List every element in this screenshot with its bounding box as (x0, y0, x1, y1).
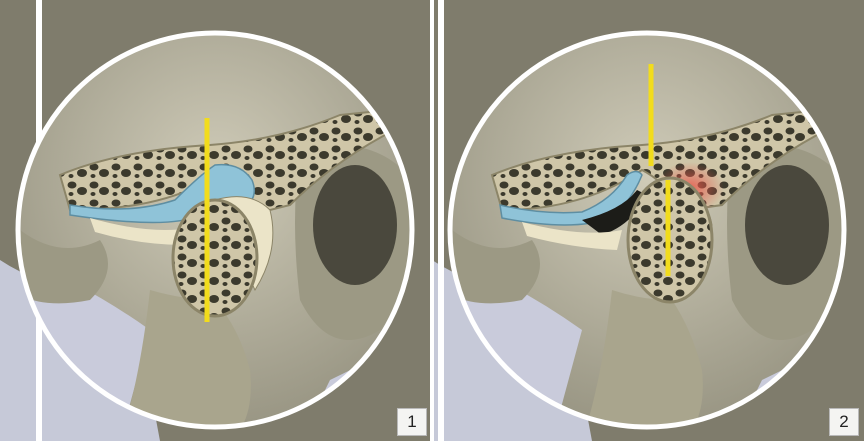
panel-2: 2 (432, 0, 864, 441)
bone-edge-line (438, 0, 444, 441)
mandibular-condyle (173, 200, 257, 316)
panel-number-badge: 1 (397, 408, 427, 436)
panel-number-badge: 2 (829, 408, 859, 436)
panel-2-illustration (432, 0, 864, 441)
panel-1-illustration (0, 0, 432, 441)
panel-divider (430, 0, 434, 441)
panel-1: 1 (0, 0, 432, 441)
